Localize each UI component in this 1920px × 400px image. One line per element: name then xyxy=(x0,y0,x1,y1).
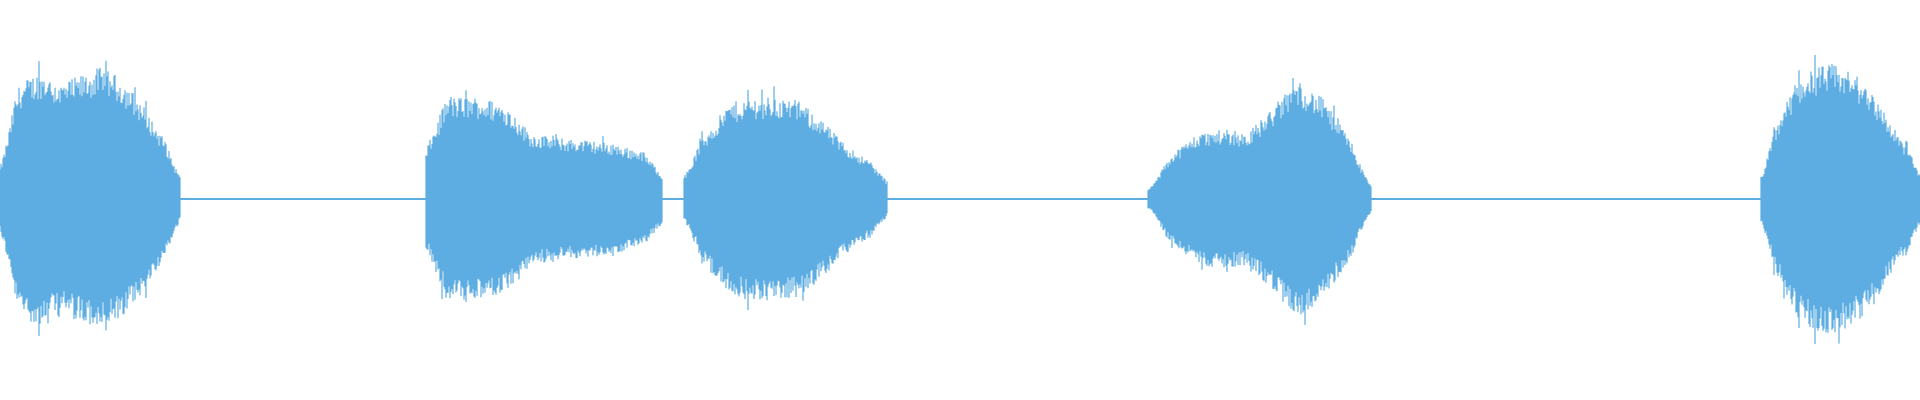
waveform-segment-path xyxy=(683,86,888,310)
waveform-segment xyxy=(0,60,181,336)
waveform-segment xyxy=(1760,55,1920,345)
waveform-segment-path xyxy=(425,90,663,302)
waveform-segment xyxy=(425,90,663,302)
waveform-segment xyxy=(1147,78,1372,325)
waveform-segment xyxy=(683,86,888,310)
waveform-segment-path xyxy=(1760,55,1920,345)
waveform-segment-path xyxy=(1147,78,1372,325)
waveform-segment-path xyxy=(0,60,181,336)
